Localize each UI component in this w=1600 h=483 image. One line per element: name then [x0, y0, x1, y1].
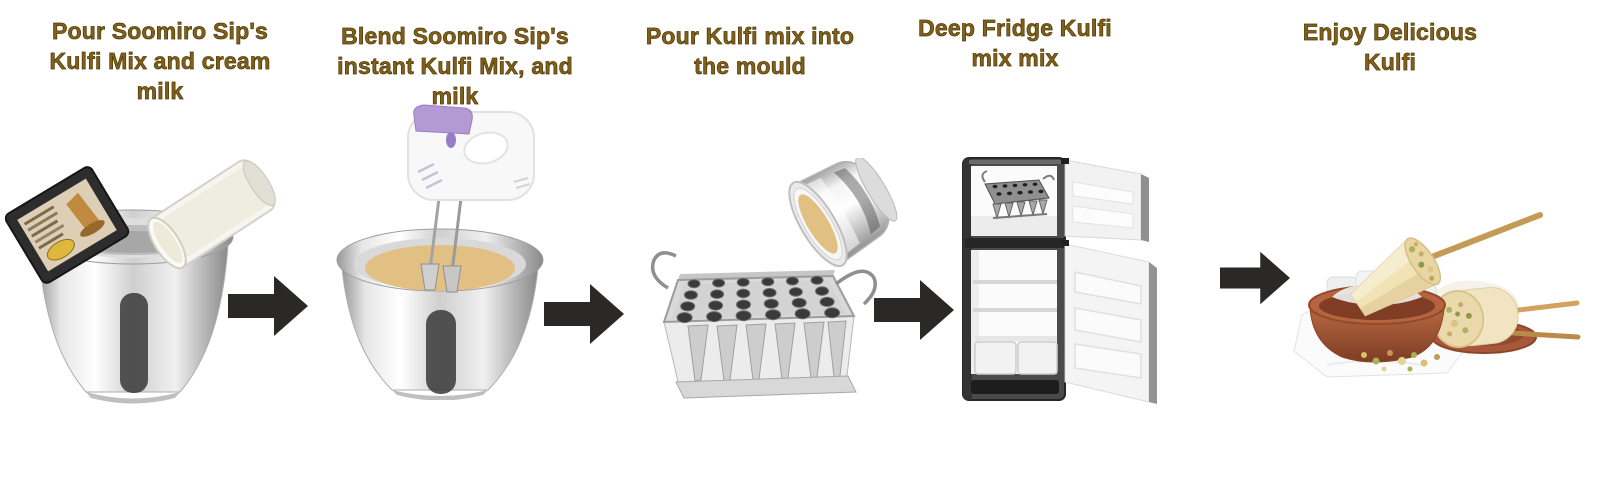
rack-handle-left	[650, 251, 677, 290]
kulfi-mix-surface	[365, 245, 515, 291]
step1-label: Pour Soomiro Sip's Kulfi Mix and cream m…	[49, 18, 271, 105]
mixer-beaters	[420, 197, 463, 293]
step5-image-kulfi-served	[1293, 212, 1581, 378]
kulfi-mix-packet	[5, 166, 130, 284]
step4-image-open-refrigerator	[962, 157, 1157, 404]
right-arrow-icon	[228, 276, 308, 336]
step1-image-saucepan-milk-packet	[5, 159, 276, 404]
step3-label: Pour Kulfi mix into the mould	[645, 23, 855, 80]
mixer-purple-cap	[413, 104, 473, 135]
fridge-door-open	[1064, 243, 1157, 404]
hand-mixer	[407, 104, 535, 201]
step5-label: Enjoy Delicious Kulfi	[1302, 19, 1478, 76]
step4-label: Deep Fridge Kulfi mix mix	[918, 15, 1112, 72]
conical-moulds	[687, 320, 847, 382]
mould-holes	[676, 275, 841, 324]
fridge-shelf	[973, 280, 1057, 284]
fridge-shelf	[973, 308, 1057, 312]
rack-handle-right	[834, 269, 877, 306]
fridge-compartment	[971, 250, 1059, 394]
mixer-vents	[417, 162, 443, 190]
freezer-compartment	[971, 166, 1057, 236]
right-arrow-icon	[874, 280, 954, 340]
mixer-handle-hole	[463, 131, 509, 165]
step3-image-kulfi-mould-pouring	[650, 158, 898, 399]
nut-crumbs	[1361, 350, 1440, 372]
hinge	[1061, 158, 1069, 164]
step2-image-hand-mixer-pot	[336, 104, 544, 400]
main-kulfi	[1350, 212, 1543, 317]
mixer-speed-button	[446, 132, 456, 148]
milk-glass	[147, 159, 276, 270]
nut-topping	[1446, 302, 1472, 337]
tilted-pot-pouring	[788, 158, 898, 268]
kick-grille	[971, 380, 1059, 394]
steel-pot-with-mix	[336, 228, 544, 400]
crisper-drawer	[974, 341, 1017, 375]
kulfi-mould-rack	[650, 251, 877, 399]
right-arrow-icon	[544, 284, 624, 344]
right-arrow-icon	[1220, 251, 1290, 305]
nut-topping	[1409, 242, 1435, 281]
freezer-door-open	[1064, 159, 1149, 242]
wooden-stick	[1421, 212, 1543, 263]
kulfi-mix-surface	[798, 194, 838, 254]
second-kulfi-on-plate	[1431, 287, 1581, 354]
mould-rack-in-freezer	[981, 170, 1055, 220]
crisper-drawer	[1017, 341, 1058, 375]
hinge	[1061, 240, 1069, 246]
step2-label: Blend Soomiro Sip's instant Kulfi Mix, a…	[337, 23, 573, 110]
fridge-divider	[965, 238, 1065, 248]
